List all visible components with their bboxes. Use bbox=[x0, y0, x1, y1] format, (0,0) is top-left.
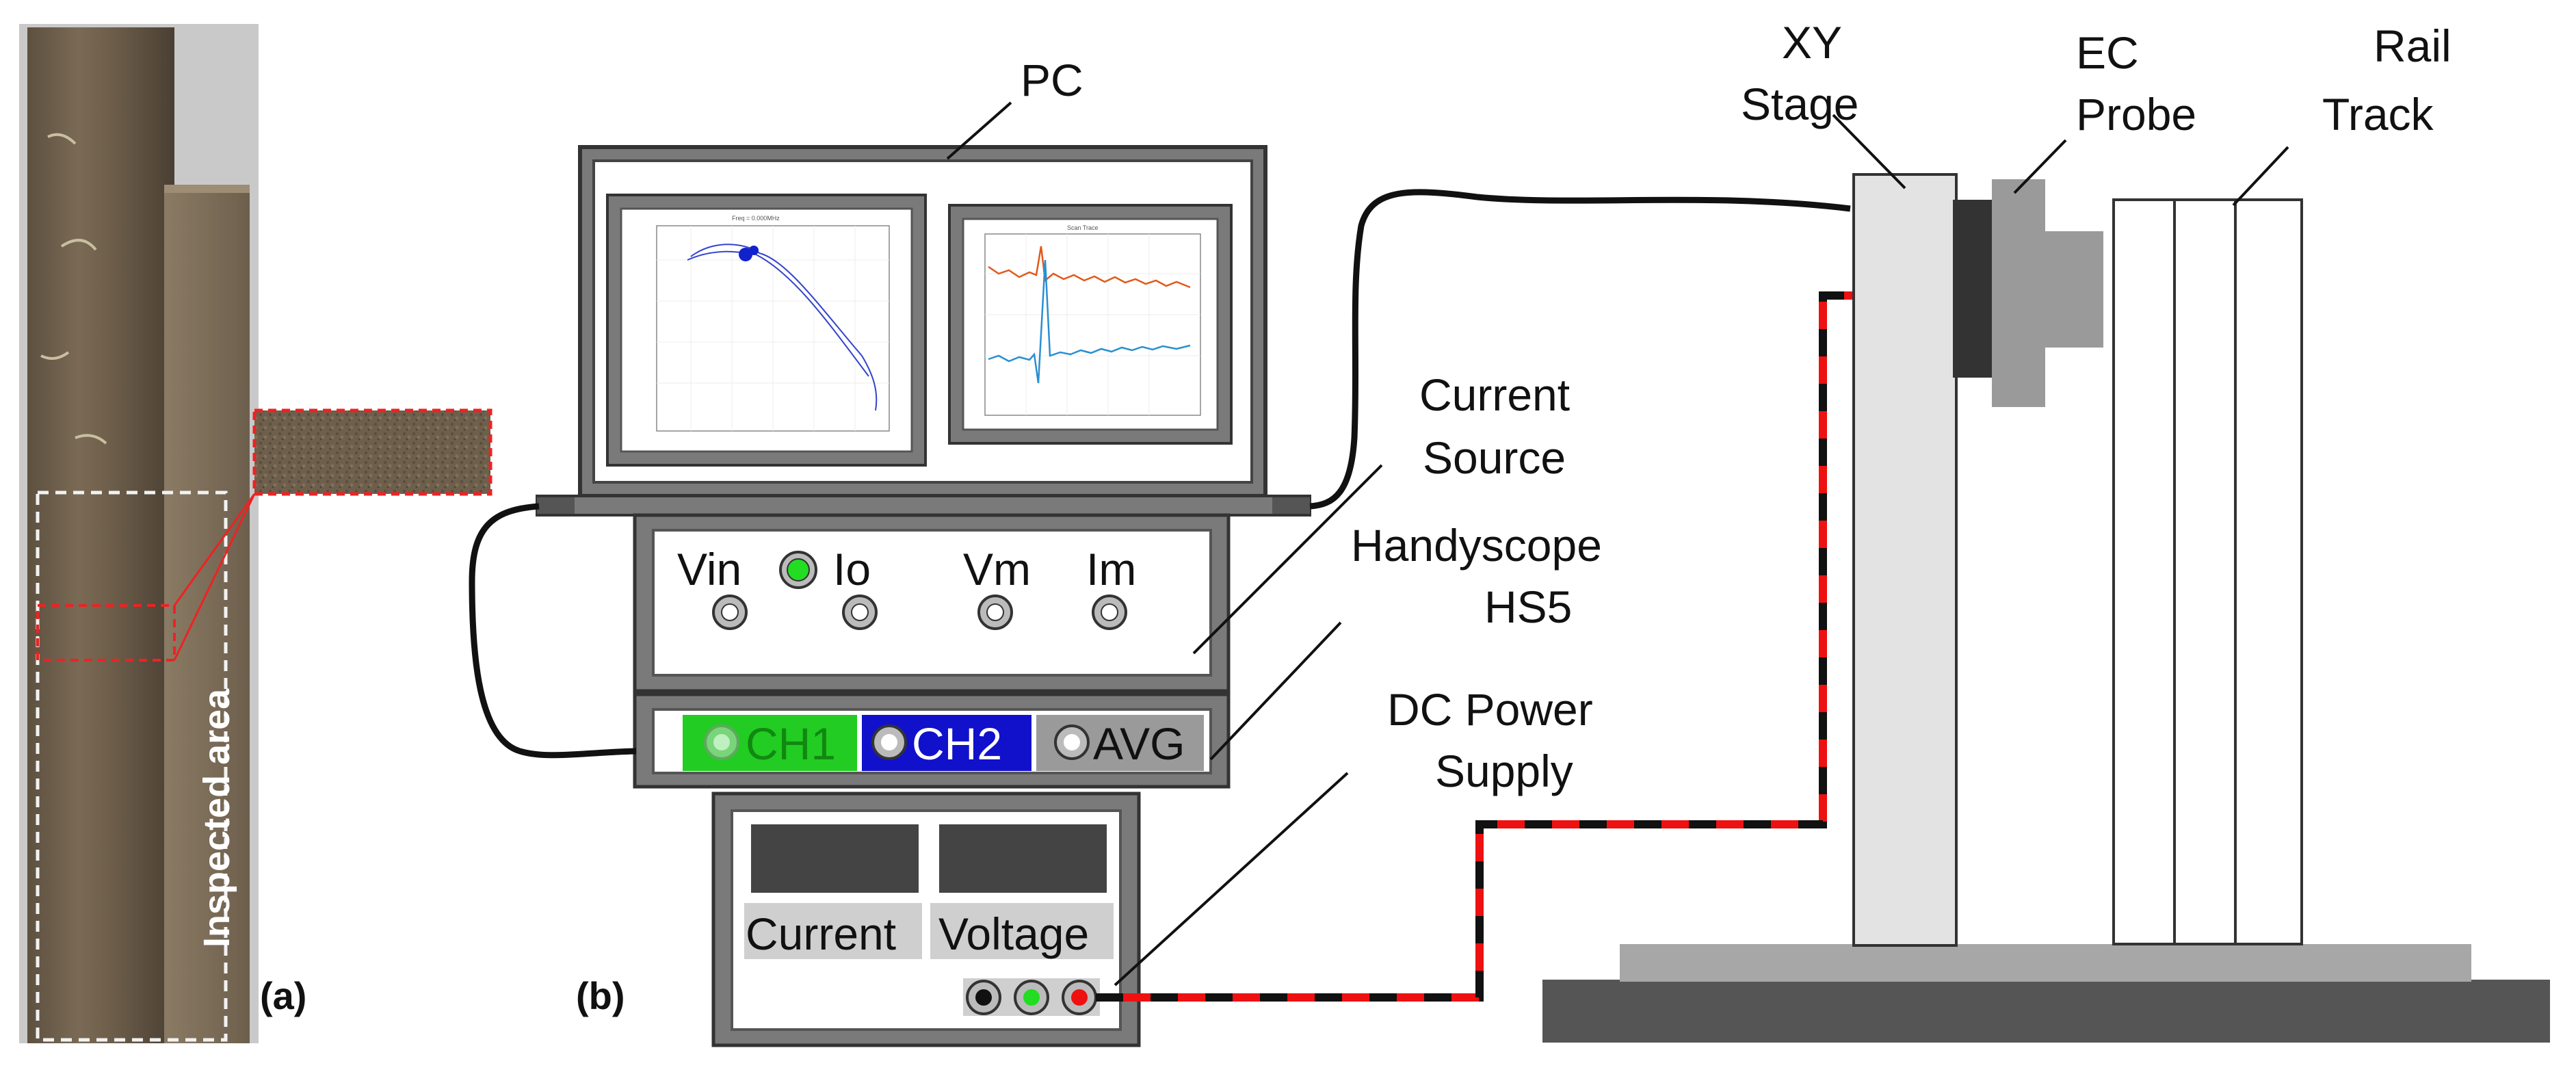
black-terminal[interactable] bbox=[966, 980, 1001, 1015]
laptop-base bbox=[536, 495, 1311, 517]
rail-base bbox=[1620, 944, 2471, 982]
dc-supply-leader bbox=[1114, 772, 1349, 986]
current-source-leader bbox=[1192, 464, 1383, 655]
probe-mount bbox=[1953, 200, 1994, 378]
dc-supply-label-2: Supply bbox=[1435, 746, 1573, 796]
green-terminal[interactable] bbox=[1014, 980, 1049, 1015]
avg-button[interactable]: AVG bbox=[1036, 715, 1204, 771]
handyscope-leader bbox=[1209, 621, 1342, 761]
pc-monitor: Freq = 0.000MHz Scan Trace bbox=[536, 145, 1311, 517]
xy-stage-label-2: Stage bbox=[1741, 79, 1858, 129]
ec-probe-leader bbox=[2013, 139, 2067, 194]
current-display-label: Current bbox=[746, 908, 896, 959]
base-plate bbox=[1542, 980, 2550, 1043]
handyscope-label-1: Handyscope bbox=[1351, 520, 1602, 571]
handyscope-unit: CH1 CH2 AVG bbox=[633, 692, 1231, 789]
xy-stage-label-1: XY bbox=[1782, 17, 1842, 68]
current-display bbox=[751, 824, 919, 893]
zoom-source-box bbox=[36, 604, 176, 662]
knob-label-vin: Vin bbox=[677, 544, 741, 594]
rail-photo: Inspected area bbox=[19, 24, 492, 1043]
test-rig bbox=[1542, 173, 2550, 1043]
pc-leader bbox=[946, 101, 1012, 160]
screen2-plot-area bbox=[984, 233, 1201, 416]
avg-label: AVG bbox=[1093, 718, 1185, 769]
red-terminal[interactable] bbox=[1062, 980, 1097, 1015]
current-source-unit: Vin Io Vm Im bbox=[633, 513, 1231, 693]
pc-label: PC bbox=[1021, 55, 1083, 105]
zoom-inset bbox=[252, 408, 492, 496]
screen2-trace-orange bbox=[988, 246, 1191, 289]
usb-cable-left bbox=[469, 503, 637, 759]
ch1-button[interactable]: CH1 bbox=[683, 715, 857, 771]
zoom-line-top bbox=[173, 493, 256, 606]
voltage-display bbox=[939, 824, 1107, 893]
ch1-label: CH1 bbox=[746, 718, 836, 769]
rail-track-label-2: Track bbox=[2322, 89, 2434, 140]
screen1-curve bbox=[687, 244, 878, 411]
vin-jack[interactable] bbox=[712, 594, 748, 630]
dc-power-supply: Current Voltage bbox=[711, 792, 1141, 1047]
ch2-label: CH2 bbox=[912, 718, 1002, 769]
rail-section-2 bbox=[2173, 198, 2242, 945]
ec-probe bbox=[1992, 179, 2103, 407]
rail-track-label-1: Rail bbox=[2374, 21, 2452, 71]
handyscope-label-2: HS5 bbox=[1484, 581, 1572, 632]
ec-probe-label-1: EC bbox=[2076, 27, 2139, 78]
rail-section-3 bbox=[2234, 198, 2303, 945]
xy-stage-leader bbox=[1832, 114, 1906, 189]
scratch-marks bbox=[40, 133, 107, 445]
inspected-area-box bbox=[36, 491, 228, 1042]
knob-label-io: Io bbox=[833, 544, 871, 594]
im-jack[interactable] bbox=[1092, 594, 1127, 630]
screen1-title: Freq = 0.000MHz bbox=[732, 215, 780, 222]
knob-label-im: Im bbox=[1086, 544, 1136, 594]
io-jack[interactable] bbox=[842, 594, 878, 630]
io-indicator-led bbox=[779, 551, 817, 589]
current-label-bg bbox=[744, 903, 922, 959]
current-source-label-2: Source bbox=[1423, 432, 1566, 483]
knob-label-vm: Vm bbox=[963, 544, 1031, 594]
dc-supply-label-1: DC Power bbox=[1387, 684, 1593, 735]
zoom-line-bottom bbox=[173, 493, 256, 661]
rail-web bbox=[27, 27, 174, 1043]
ec-probe-label-2: Probe bbox=[2076, 89, 2196, 140]
ch2-button[interactable]: CH2 bbox=[862, 715, 1031, 771]
voltage-label-bg bbox=[930, 903, 1114, 959]
inspected-area-label: Inspected area bbox=[196, 688, 237, 947]
panel-label-b: (b) bbox=[576, 974, 625, 1017]
screen2-title: Scan Trace bbox=[1067, 224, 1099, 231]
panel-label-a: (a) bbox=[260, 974, 306, 1017]
vm-jack[interactable] bbox=[977, 594, 1013, 630]
probe-signal-cable bbox=[1309, 189, 1851, 510]
screen2-trace-blue bbox=[988, 259, 1191, 384]
xy-stage-column bbox=[1852, 173, 1958, 947]
rail-track-leader bbox=[2232, 146, 2289, 207]
rail-section-1 bbox=[2112, 198, 2181, 945]
screen1-cluster bbox=[739, 248, 752, 261]
voltage-display-label: Voltage bbox=[938, 908, 1089, 959]
rail-flange bbox=[164, 185, 250, 1043]
current-source-label-1: Current bbox=[1419, 369, 1570, 420]
